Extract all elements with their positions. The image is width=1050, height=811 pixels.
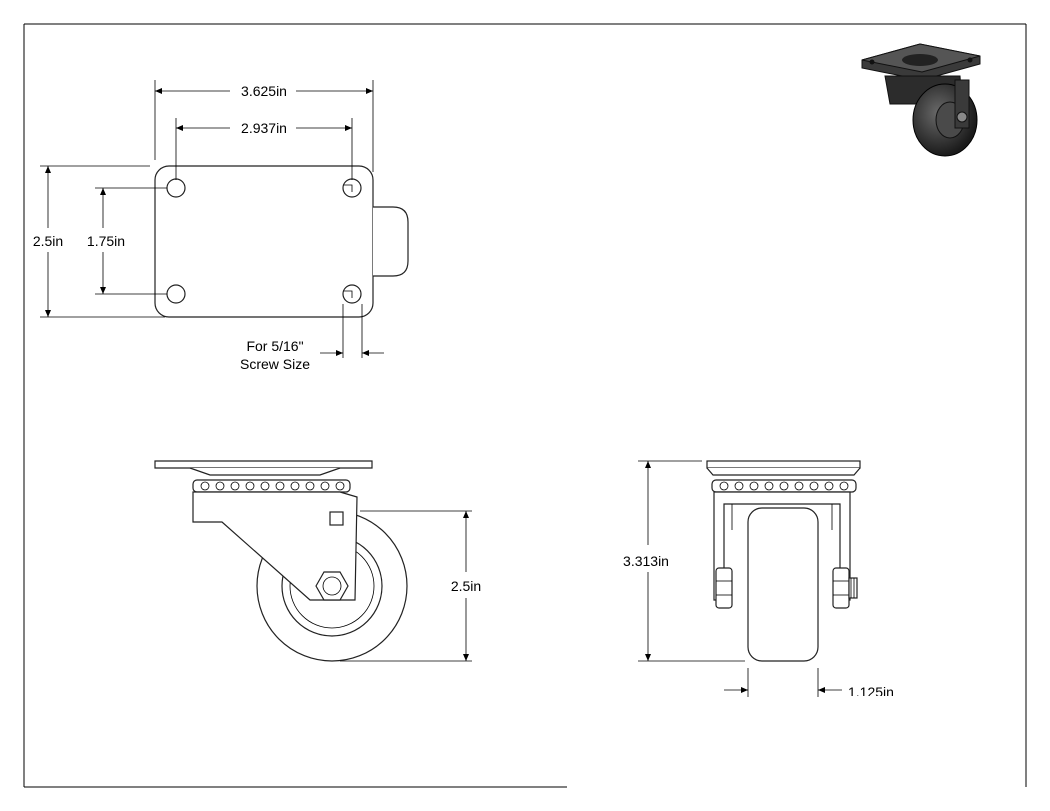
screw-note-line1: For 5/16" xyxy=(246,338,303,354)
mounting-hole xyxy=(166,284,186,304)
mounting-plate xyxy=(154,165,374,318)
bearing-balls xyxy=(200,481,345,491)
wheel-front xyxy=(747,507,819,662)
dim-overall-height: 2.5in xyxy=(33,233,63,249)
screw-note-line2: Screw Size xyxy=(240,356,310,372)
top-view: 3.625in 2.937in 2.5in 1.75in For 5/16" S… xyxy=(33,80,409,372)
side-view: 2.5in xyxy=(154,460,481,662)
dim-hole-spacing-y: 1.75in xyxy=(87,233,125,249)
swivel-tab xyxy=(373,206,409,277)
dim-overall-height-front: 3.313in xyxy=(623,553,669,569)
dim-hole-spacing-x: 2.937in xyxy=(241,120,287,136)
dim-overall-width: 3.625in xyxy=(241,83,287,99)
mounting-hole xyxy=(166,178,186,198)
dim-wheel-width: 1.125in xyxy=(848,684,894,700)
front-view: 3.313in 1.125in xyxy=(623,460,894,700)
dim-wheel-diameter: 2.5in xyxy=(451,578,481,594)
isometric-view xyxy=(861,43,981,157)
sheet-border xyxy=(23,23,1027,788)
